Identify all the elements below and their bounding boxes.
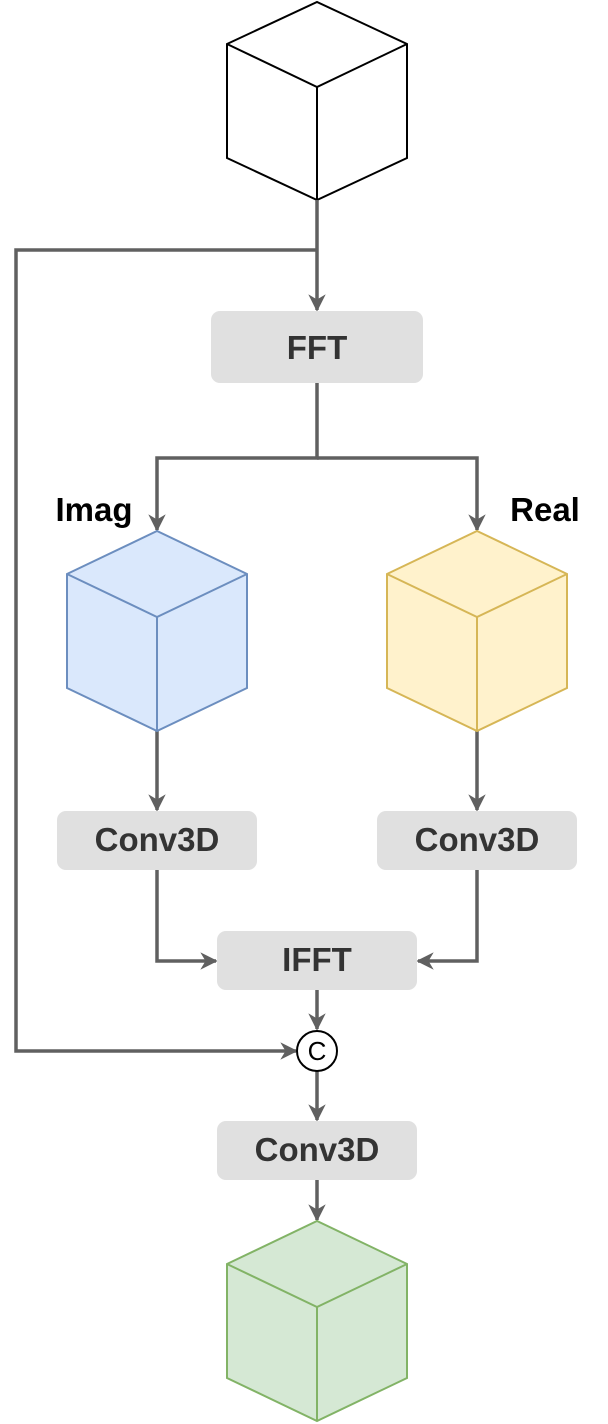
ifft-label: IFFT — [282, 941, 352, 978]
arrow-fft-to-real — [317, 456, 486, 532]
conv3d-imag-label: Conv3D — [95, 821, 220, 858]
conv3d-output-label: Conv3D — [255, 1131, 380, 1168]
arrow-conv-imag-to-ifft — [155, 870, 218, 970]
imag-cube — [66, 529, 248, 733]
real-cube — [386, 529, 568, 733]
output-cube — [226, 1219, 408, 1423]
input-cube — [226, 0, 408, 202]
concat-symbol: C — [308, 1036, 327, 1066]
skip-connection-arrow — [14, 248, 317, 1060]
conv3d-imag-node: Conv3D — [57, 811, 257, 870]
fft-node: FFT — [211, 311, 423, 383]
conv3d-real-node: Conv3D — [377, 811, 577, 870]
conv3d-real-label: Conv3D — [415, 821, 540, 858]
fft-label: FFT — [287, 329, 347, 366]
conv3d-output-node: Conv3D — [217, 1121, 417, 1180]
arrow-fft-to-imag — [148, 383, 319, 532]
arrow-conv-real-to-ifft — [416, 870, 479, 970]
concat-node: C — [296, 1030, 338, 1072]
connectors — [14, 200, 486, 1222]
ifft-node: IFFT — [217, 931, 417, 990]
imag-branch-label: Imag — [55, 491, 132, 528]
real-branch-label: Real — [510, 491, 580, 528]
